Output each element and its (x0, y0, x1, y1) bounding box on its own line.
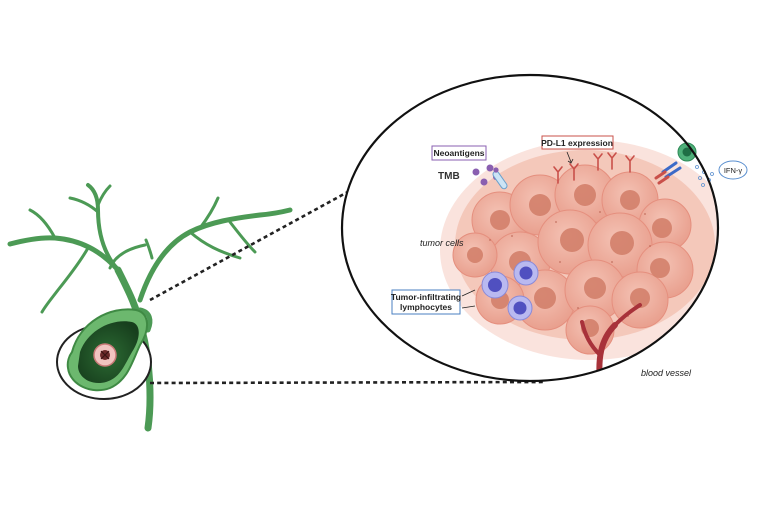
zoom-circle-outline (340, 73, 720, 383)
gallbladder (56, 308, 152, 400)
neoantigen-particles (472, 164, 508, 190)
zoom-panel (340, 73, 748, 383)
tumor-mass (440, 140, 718, 360)
ifn-gamma-label: IFN-γ (724, 166, 743, 175)
zoom-connector-lines (149, 186, 546, 385)
til-label-line2: lymphocytes (400, 302, 452, 312)
pdl1-label: PD-L1 expression (541, 138, 613, 148)
pdl1-label-group: PD-L1 expression (541, 135, 614, 164)
neoantigens-label: Neoantigens (433, 148, 484, 158)
lymphocytes (481, 260, 539, 321)
blood-vessel-label: blood vessel (641, 368, 692, 378)
tumor-cells-label: tumor cells (420, 238, 464, 248)
til-label-line1: Tumor-infiltrating (391, 292, 461, 302)
til-label-group: Tumor-infiltrating lymphocytes (391, 289, 476, 315)
neoantigens-label-group: Neoantigens (431, 145, 487, 161)
biliary-tree (7, 183, 293, 432)
pdl1-receptors (553, 152, 635, 184)
tmb-label: TMB (438, 171, 460, 182)
